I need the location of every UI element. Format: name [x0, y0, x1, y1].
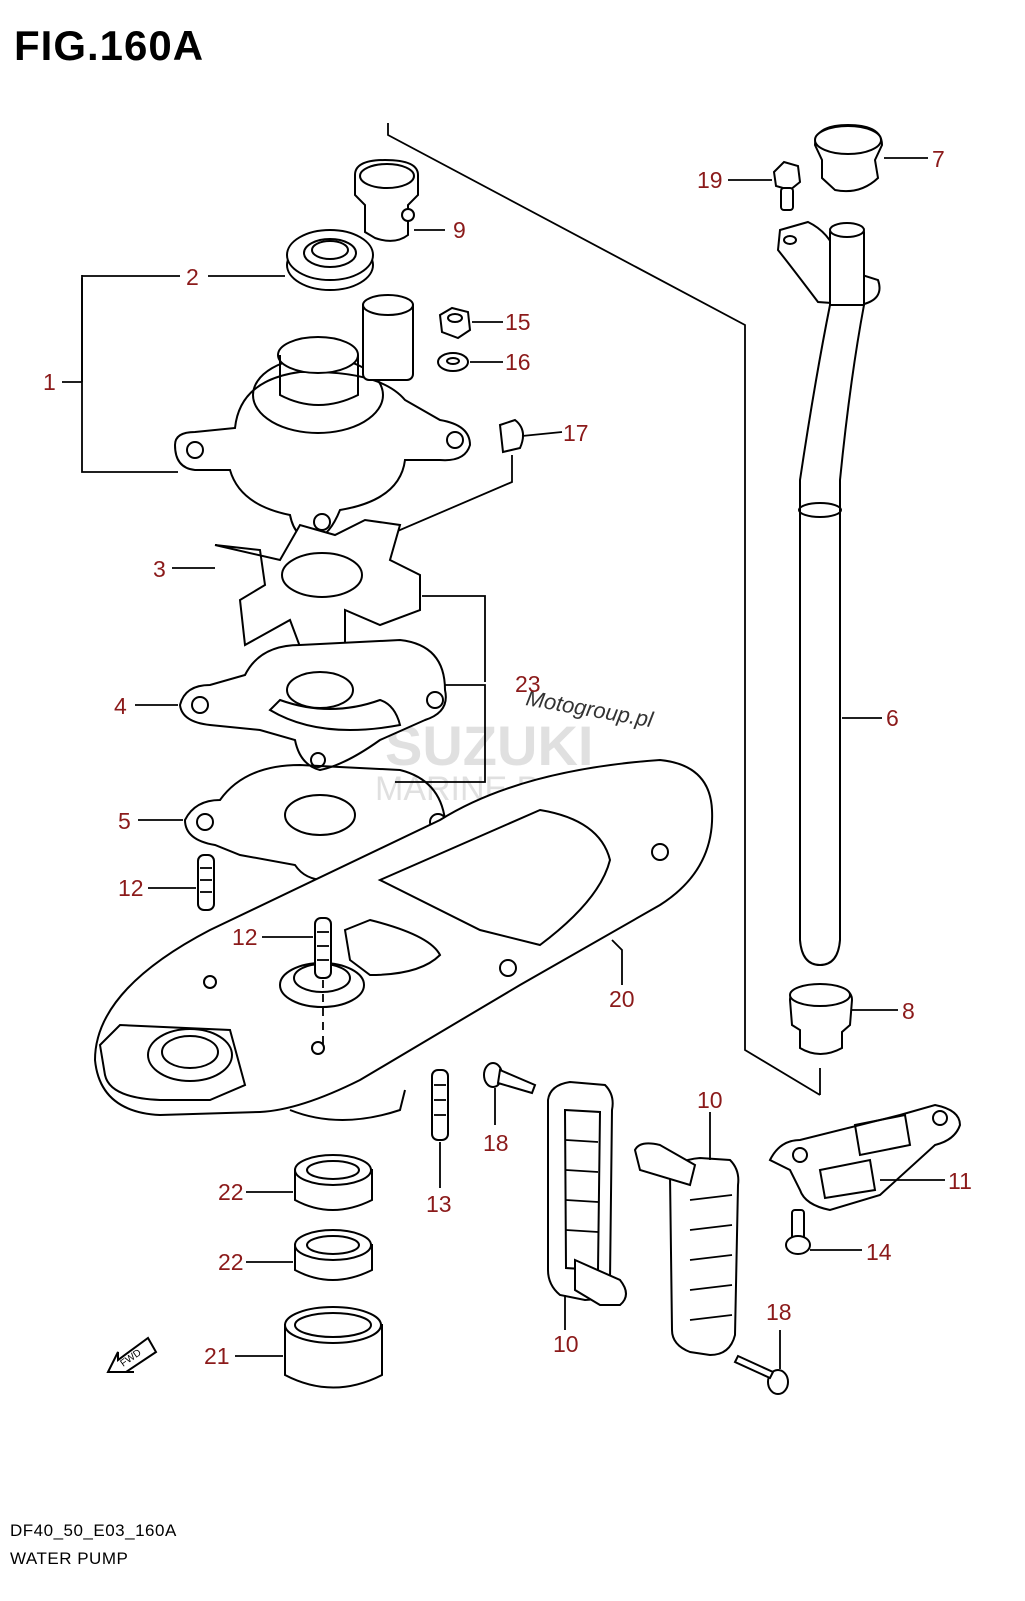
- part-12-stud-upper: [148, 854, 215, 911]
- part-4-gasket: [135, 638, 486, 783]
- figure-name: WATER PUMP: [10, 1549, 129, 1568]
- watermark-brand: SUZUKI: [385, 714, 593, 777]
- part-10-intake-left: [547, 1080, 627, 1330]
- part-22-ring-upper: [246, 1154, 373, 1211]
- callout-15: 15: [505, 309, 531, 335]
- callout-19: 19: [697, 167, 723, 193]
- part-18-screw-upper: [483, 1062, 537, 1125]
- callout-labels: 1 2 3 4 5 6 7 8 9 10 10 11 12 12 13 14 1…: [43, 146, 972, 1369]
- fwd-arrow-icon: FWD: [106, 1336, 158, 1373]
- part-18-screw-lower: [733, 1330, 789, 1395]
- callout-3: 3: [153, 556, 166, 582]
- callout-5: 5: [118, 808, 131, 834]
- part-13-stud: [431, 1069, 449, 1188]
- part-1-pump-case: [62, 275, 472, 542]
- part-19-bolt: [728, 160, 802, 211]
- part-14-bolt: [785, 1209, 862, 1255]
- callout-16: 16: [505, 349, 531, 375]
- callout-18-upper: 18: [483, 1130, 509, 1156]
- assembly-frame-lines: [387, 123, 821, 1096]
- part-7-grommet: [813, 123, 928, 193]
- callout-18-lower: 18: [766, 1299, 792, 1325]
- part-12-stud-lower: [262, 917, 332, 1045]
- part-16-washer: [437, 352, 503, 372]
- callout-11: 11: [948, 1168, 972, 1194]
- callout-17: 17: [563, 420, 589, 446]
- part-9-sleeve: [354, 158, 445, 242]
- callout-6: 6: [886, 705, 899, 731]
- part-6-water-tube: [776, 220, 882, 967]
- part-8-grommet: [788, 983, 898, 1055]
- callout-22-lower: 22: [218, 1249, 244, 1275]
- part-11-screen: [768, 1103, 962, 1212]
- callout-20: 20: [609, 986, 635, 1012]
- part-20-plate: [93, 758, 714, 1121]
- callout-10-right: 10: [697, 1087, 723, 1113]
- callout-9: 9: [453, 217, 466, 243]
- callout-1: 1: [43, 369, 56, 395]
- figure-title: FIG.160A: [14, 22, 205, 69]
- figure-code: DF40_50_E03_160A: [10, 1521, 177, 1540]
- part-22-ring-lower: [246, 1229, 373, 1281]
- callout-23: 23: [515, 671, 541, 697]
- callout-2: 2: [186, 264, 199, 290]
- part-21-needle-bearing: [235, 1306, 383, 1389]
- part-3-impeller: [172, 518, 486, 682]
- part-2-oil-seal: [208, 229, 374, 291]
- callout-22-upper: 22: [218, 1179, 244, 1205]
- part-15-nut: [438, 306, 503, 340]
- callout-7: 7: [932, 146, 945, 172]
- callout-4: 4: [114, 693, 127, 719]
- callout-12-lower: 12: [232, 924, 258, 950]
- part-10-intake-right: [633, 1112, 740, 1357]
- callout-13: 13: [426, 1191, 452, 1217]
- callout-10-left: 10: [553, 1331, 579, 1357]
- callout-8: 8: [902, 998, 915, 1024]
- callout-14: 14: [866, 1239, 892, 1265]
- callout-21: 21: [204, 1343, 230, 1369]
- callout-12-upper: 12: [118, 875, 144, 901]
